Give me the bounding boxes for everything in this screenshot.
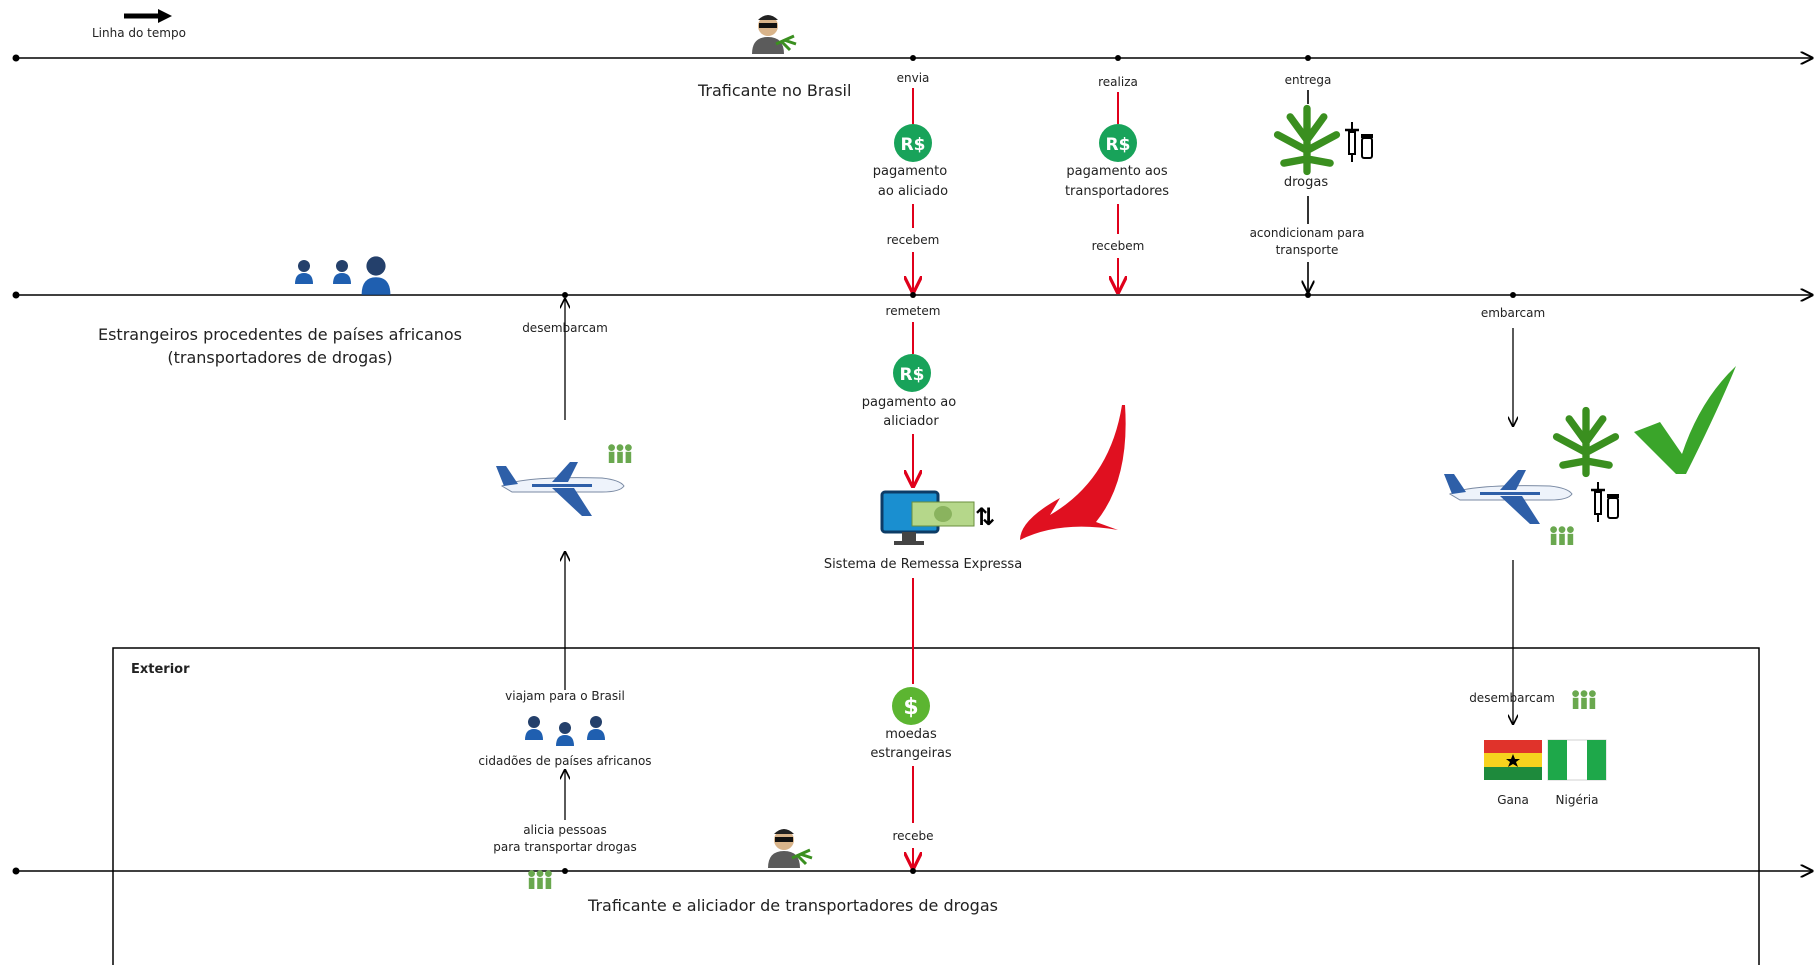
- sistema-label: Sistema de Remessa Expressa: [824, 557, 1022, 572]
- cidadaos-label: cidadões de países africanos: [478, 754, 651, 768]
- trafficker-icon: [750, 13, 798, 56]
- flow-payment-recruited: envia R$ pagamento ao aliciado recebem: [873, 55, 948, 292]
- acondicionam-line1: acondicionam para: [1250, 226, 1365, 240]
- cannabis-leaf-icon: [1557, 411, 1616, 474]
- flow-arrival: desembarcam viajam para o Brasil cidadõe…: [478, 292, 652, 889]
- person-icon: [525, 716, 543, 740]
- trafficker-icon: [766, 827, 814, 870]
- acondicionam-line2: transporte: [1276, 243, 1339, 257]
- flow-drugs-delivery: entrega drogas acondicionam para transpo…: [1250, 55, 1375, 298]
- airplane-icon: [495, 461, 625, 517]
- foreigners-label-line2: (transportadores de drogas): [167, 348, 392, 367]
- desembarcam-bottom-label: desembarcam: [1469, 691, 1555, 705]
- nigeria-flag-icon: [1547, 739, 1607, 781]
- syringe-vial-icon: [1343, 120, 1375, 164]
- alicia-line1: alicia pessoas: [523, 823, 607, 837]
- drogas-label: drogas: [1284, 175, 1328, 190]
- remittance-system-icon: [880, 490, 975, 545]
- foreigners: Estrangeiros procedentes de países afric…: [98, 256, 462, 367]
- recruiter: Traficante e aliciador de transportadore…: [587, 827, 998, 915]
- pagamento-transp-line1: pagamento aos: [1066, 164, 1167, 179]
- embarcam-label: embarcam: [1481, 306, 1545, 320]
- realiza-label: realiza: [1098, 75, 1138, 89]
- recebe-label: recebe: [892, 829, 933, 843]
- recebem-label-2: recebem: [1092, 239, 1145, 253]
- moedas-line1: moedas: [885, 727, 937, 742]
- real-money-icon: [1099, 124, 1137, 162]
- checkmark-icon: [1634, 366, 1736, 474]
- remetem-label: remetem: [886, 304, 941, 318]
- ghana-flag-icon: [1484, 740, 1542, 780]
- person-icon: [587, 716, 605, 740]
- pagamento-aliciador-line1: pagamento ao: [862, 395, 956, 410]
- recebem-label-1: recebem: [887, 233, 940, 247]
- pagamento-transp-line2: transportadores: [1065, 184, 1169, 199]
- airplane-icon: [1443, 469, 1573, 525]
- legend-label: Linha do tempo: [92, 26, 186, 40]
- exterior-label: Exterior: [131, 662, 190, 677]
- pagamento-aliciado-line1: pagamento: [873, 164, 947, 179]
- green-people-icon: [608, 444, 632, 463]
- person-large-icon: [361, 256, 391, 295]
- gana-label: Gana: [1497, 793, 1529, 807]
- legend: Linha do tempo: [92, 9, 186, 40]
- entrega-label: entrega: [1285, 73, 1332, 87]
- cannabis-leaf-icon: [1278, 109, 1337, 172]
- dollar-symbol: $: [903, 695, 918, 720]
- dollar-coin-icon: [892, 687, 930, 725]
- real-symbol: R$: [900, 365, 925, 385]
- green-people-icon: [1550, 526, 1574, 545]
- highlight-red-arrow-icon: [1020, 405, 1126, 540]
- alicia-line2: para transportar drogas: [493, 840, 636, 854]
- brazil-trafficker: Traficante no Brasil: [697, 13, 851, 100]
- envia-label: envia: [897, 71, 930, 85]
- nigeria-label: Nigéria: [1556, 793, 1599, 807]
- syringe-vial-icon: [1589, 480, 1621, 524]
- real-money-icon: [893, 354, 931, 392]
- viajam-label: viajam para o Brasil: [505, 689, 625, 703]
- person-icon: [295, 260, 313, 284]
- flow-payment-transporters: realiza R$ pagamento aos transportadores…: [1065, 55, 1169, 292]
- foreigners-label-line1: Estrangeiros procedentes de países afric…: [98, 325, 462, 344]
- exterior-box: [112, 647, 1760, 965]
- transfer-arrows-icon: ⇅: [975, 503, 995, 531]
- pagamento-aliciador-line2: aliciador: [883, 414, 939, 429]
- flow-remittance: remetem R$ pagamento ao aliciador ⇅ Sist…: [824, 292, 1022, 874]
- person-icon: [333, 260, 351, 284]
- person-icon: [556, 722, 574, 746]
- desembarcam-top-label: desembarcam: [522, 321, 608, 335]
- green-people-icon: [528, 870, 552, 889]
- recruiter-label: Traficante e aliciador de transportadore…: [587, 896, 998, 915]
- real-symbol: R$: [901, 135, 926, 155]
- brazil-trafficker-label: Traficante no Brasil: [697, 81, 851, 100]
- real-money-icon: [894, 124, 932, 162]
- green-people-icon: [1572, 690, 1596, 709]
- real-symbol: R$: [1106, 135, 1131, 155]
- flow-departure: embarcam desembarcam Gana Nigéria: [1443, 292, 1736, 807]
- pagamento-aliciado-line2: ao aliciado: [878, 184, 948, 199]
- moedas-line2: estrangeiras: [870, 746, 952, 761]
